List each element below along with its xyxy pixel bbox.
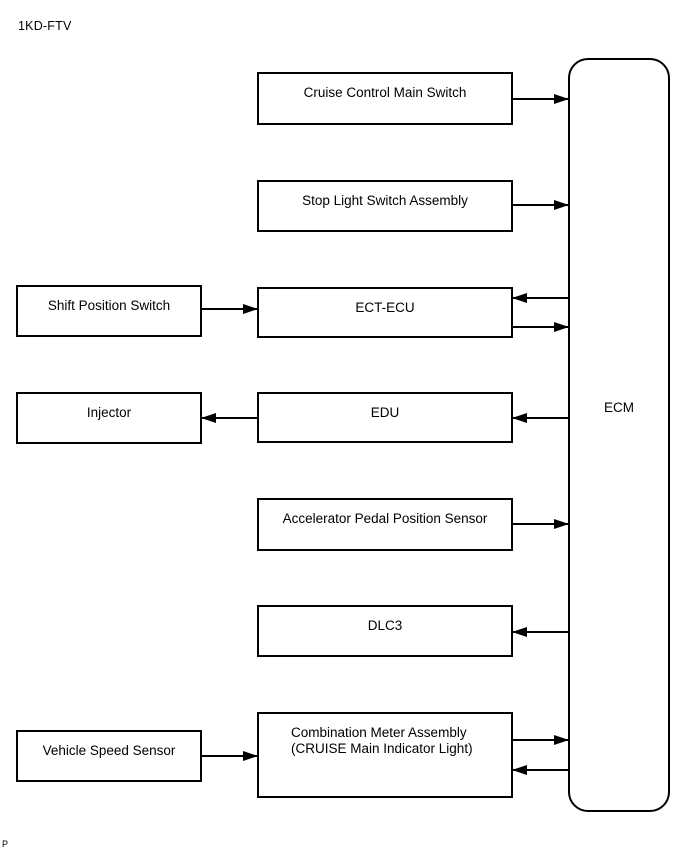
arrowhead-right-icon [554,200,569,210]
arrowhead-right-icon [554,94,569,104]
arrowhead-right-icon [243,751,258,761]
arrowhead-left-icon [512,765,527,775]
box-cruise-control-main-switch: Cruise Control Main Switch [257,72,513,125]
box-label: Injector [86,405,132,420]
engine-code-label: 1KD-FTV [18,19,72,33]
arrow-vss-to-combination-meter [202,751,258,761]
arrowhead-right-icon [554,735,569,745]
arrow-ecm-to-ect-ecu [512,293,568,303]
box-vehicle-speed-sensor: Vehicle Speed Sensor [16,730,202,782]
arrowhead-right-icon [554,322,569,332]
ecm-label: ECM [604,400,634,415]
box-ecm: ECM [568,58,670,812]
arrow-ecm-to-dlc3 [512,627,568,637]
box-label: EDU [370,405,400,420]
arrow-combination-meter-to-ecm [513,735,569,745]
arrow-ect-ecu-to-ecm [513,322,569,332]
box-combination-meter-assembly: Combination Meter Assembly (CRUISE Main … [257,712,513,798]
box-label: Accelerator Pedal Position Sensor [282,511,488,526]
arrow-accel-sensor-to-ecm [513,519,569,529]
box-injector: Injector [16,392,202,444]
arrow-shift-switch-to-ect-ecu [202,304,258,314]
arrowhead-left-icon [512,627,527,637]
arrow-cruise-switch-to-ecm [513,94,569,104]
arrowhead-right-icon [243,304,258,314]
arrowhead-left-icon [512,293,527,303]
box-label: Shift Position Switch [47,298,171,313]
box-label: Vehicle Speed Sensor [42,743,176,758]
arrowhead-left-icon [512,413,527,423]
box-stop-light-switch-assembly: Stop Light Switch Assembly [257,180,513,232]
arrow-ecm-to-edu [512,413,568,423]
box-label: Stop Light Switch Assembly [302,193,468,208]
box-label: DLC3 [367,618,403,633]
arrow-edu-to-injector [201,413,257,423]
box-shift-position-switch: Shift Position Switch [16,285,202,337]
box-edu: EDU [257,392,513,443]
arrow-stop-light-switch-to-ecm [513,200,569,210]
box-label-line2: (CRUISE Main Indicator Light) [291,741,473,756]
box-label: ECT-ECU [355,300,415,315]
box-dlc3: DLC3 [257,605,513,657]
box-accelerator-pedal-position-sensor: Accelerator Pedal Position Sensor [257,498,513,551]
arrowhead-right-icon [554,519,569,529]
arrow-ecm-to-combination-meter [512,765,568,775]
box-label: Cruise Control Main Switch [303,85,467,100]
page-mark: P [2,839,9,849]
box-ect-ecu: ECT-ECU [257,287,513,338]
box-label-line1: Combination Meter Assembly [291,725,467,740]
arrowhead-left-icon [201,413,216,423]
